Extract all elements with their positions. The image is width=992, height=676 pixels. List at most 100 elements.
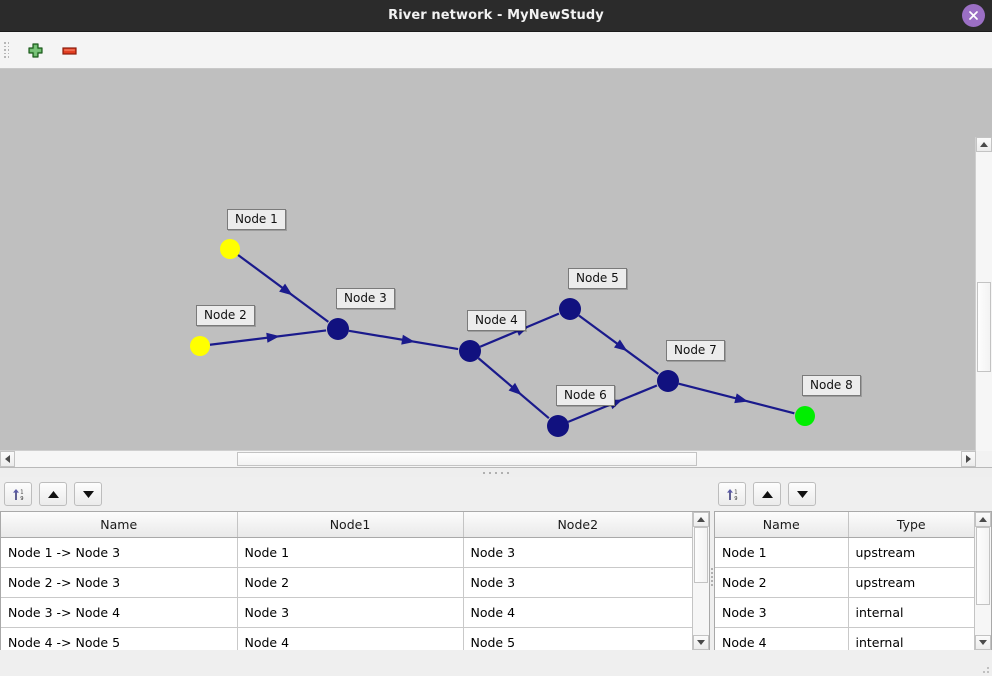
branch-row-cell[interactable]: Node 4 — [237, 627, 464, 650]
branches-vertical-scrollbar[interactable] — [692, 512, 709, 650]
branches-move-down-button[interactable] — [74, 482, 102, 506]
river-network-canvas[interactable]: Node 1 Node 2 Node 3 Node 4 Node 5 Node 6 Node… — [0, 69, 992, 467]
graph-node-node4[interactable] — [459, 340, 481, 362]
nodes-move-down-button[interactable] — [788, 482, 816, 506]
branches-col-node1[interactable]: Node1 — [237, 512, 464, 538]
branch-row-cell[interactable]: Node 2 -> Node 3 — [1, 567, 238, 598]
branch-row-cell[interactable]: Node 3 -> Node 4 — [1, 597, 238, 628]
scroll-left-button[interactable] — [0, 451, 15, 467]
node-row-cell[interactable]: upstream — [848, 537, 974, 568]
branches-col-name[interactable]: Name — [1, 512, 238, 538]
add-plus-icon[interactable] — [23, 38, 47, 62]
title-bar: River network - MyNewStudy — [0, 0, 992, 32]
node-row-cell[interactable]: Node 2 — [715, 567, 849, 598]
nodes-col-name[interactable]: Name — [715, 512, 849, 538]
branch-row-cell[interactable]: Node 4 — [463, 597, 692, 628]
branch-row-cell[interactable]: Node 1 — [237, 537, 464, 568]
branch-row-cell[interactable]: Node 2 — [237, 567, 464, 598]
nodes-vscroll-thumb[interactable] — [976, 527, 990, 605]
node-label-node4[interactable]: Node 4 — [467, 310, 526, 331]
branch-row-cell[interactable]: Node 5 — [463, 627, 692, 650]
nodes-toolbar: 1 9 — [714, 477, 992, 511]
triangle-down-icon — [796, 490, 808, 498]
nodes-col-type[interactable]: Type — [848, 512, 974, 538]
branches-vscroll-thumb[interactable] — [694, 527, 708, 583]
branch-row-cell[interactable]: Node 1 -> Node 3 — [1, 537, 238, 568]
branches-col-node2[interactable]: Node2 — [463, 512, 692, 538]
nodes-layer — [190, 239, 815, 437]
node-row-cell[interactable]: Node 1 — [715, 537, 849, 568]
triangle-up-icon — [980, 142, 988, 147]
panes-splitter[interactable] — [710, 477, 714, 676]
toolbar-drag-handle[interactable] — [4, 40, 11, 60]
branches-scroll-down-button[interactable] — [693, 635, 709, 650]
branches-move-up-button[interactable] — [39, 482, 67, 506]
nodes-vertical-scrollbar[interactable] — [974, 512, 991, 650]
close-icon[interactable] — [962, 4, 985, 27]
branch-row-cell[interactable]: Node 3 — [237, 597, 464, 628]
graph-node-node5[interactable] — [559, 298, 581, 320]
node-row-cell[interactable]: internal — [848, 627, 974, 650]
edge-arrowhead — [279, 283, 293, 296]
branch-row-cell[interactable]: Node 4 -> Node 5 — [1, 627, 238, 650]
branch-row-cell[interactable]: Node 3 — [463, 567, 692, 598]
node-row-cell[interactable]: Node 3 — [715, 597, 849, 628]
nodes-vscroll-track[interactable] — [975, 527, 991, 635]
scroll-right-button[interactable] — [961, 451, 976, 467]
nodes-scroll-up-button[interactable] — [975, 512, 991, 527]
node-row-cell[interactable]: Node 4 — [715, 627, 849, 650]
graph-node-node3[interactable] — [327, 318, 349, 340]
node-row-cell[interactable]: upstream — [848, 567, 974, 598]
graph-node-node2[interactable] — [190, 336, 210, 356]
triangle-right-icon — [966, 455, 971, 463]
branch-row-cell[interactable]: Node 3 — [463, 537, 692, 568]
node-label-node8[interactable]: Node 8 — [802, 375, 861, 396]
graph-node-node8[interactable] — [795, 406, 815, 426]
triangle-up-icon — [761, 490, 773, 498]
tables-area: 1 9 — [0, 477, 992, 676]
canvas-hscroll-thumb[interactable] — [237, 452, 697, 466]
canvas-horizontal-scrollbar[interactable] — [0, 450, 976, 467]
canvas-tables-splitter[interactable] — [0, 467, 992, 477]
nodes-scroll-down-button[interactable] — [975, 635, 991, 650]
branches-scroll-up-button[interactable] — [693, 512, 709, 527]
node-label-node2[interactable]: Node 2 — [196, 305, 255, 326]
graph-node-node1[interactable] — [220, 239, 240, 259]
node-label-node6[interactable]: Node 6 — [556, 385, 615, 406]
node-label-node5[interactable]: Node 5 — [568, 268, 627, 289]
canvas-vscroll-thumb[interactable] — [977, 282, 991, 372]
node-label-node3[interactable]: Node 3 — [336, 288, 395, 309]
canvas-vscroll-track[interactable] — [976, 152, 992, 467]
graph-node-node7[interactable] — [657, 370, 679, 392]
scroll-up-button[interactable] — [976, 137, 992, 152]
node-row-cell[interactable]: internal — [848, 597, 974, 628]
delete-minus-icon[interactable] — [57, 38, 81, 62]
triangle-down-icon — [82, 490, 94, 498]
node-label-node1[interactable]: Node 1 — [227, 209, 286, 230]
main-toolbar — [0, 32, 992, 69]
branches-sort-button[interactable]: 1 9 — [4, 482, 32, 506]
node-label-node7[interactable]: Node 7 — [666, 340, 725, 361]
resize-grip[interactable] — [980, 664, 989, 673]
branches-vscroll-track[interactable] — [693, 527, 709, 635]
nodes-sort-button[interactable]: 1 9 — [718, 482, 746, 506]
graph-node-node6[interactable] — [547, 415, 569, 437]
nodes-move-up-button[interactable] — [753, 482, 781, 506]
triangle-up-icon — [47, 490, 59, 498]
canvas-hscroll-track[interactable] — [15, 451, 961, 467]
canvas-vertical-scrollbar[interactable] — [975, 137, 992, 467]
